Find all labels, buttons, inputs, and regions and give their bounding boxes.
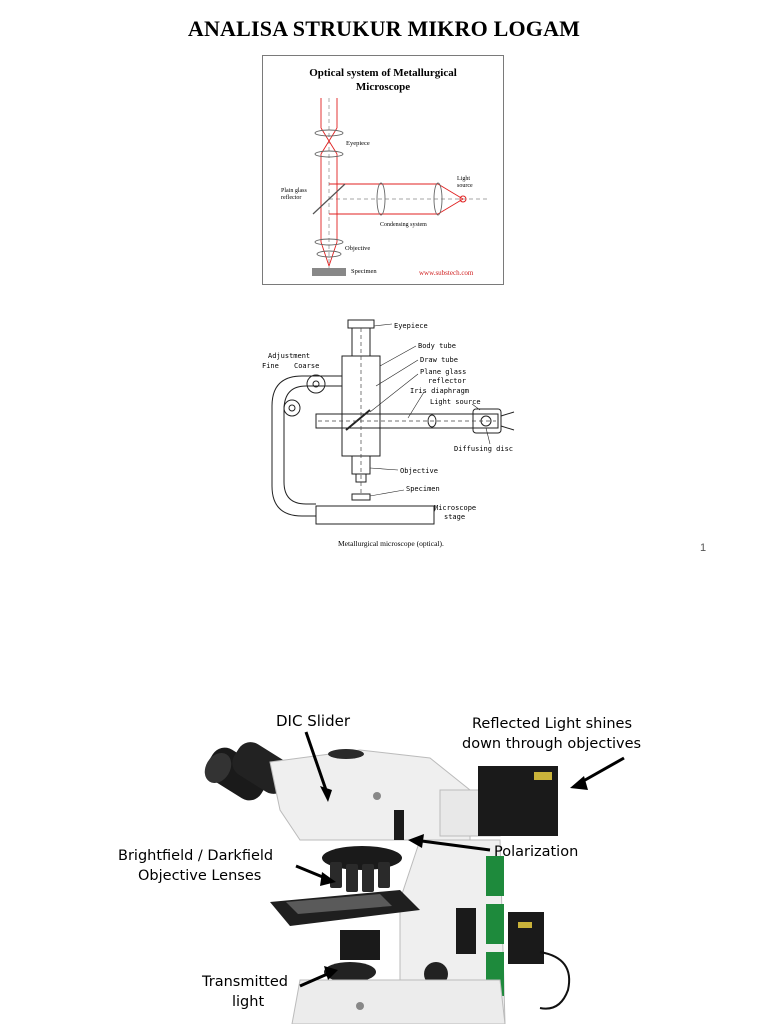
eyepiece-lens-bottom [314, 150, 344, 158]
fig2-label-draw-tube: Draw tube [420, 356, 458, 364]
microscope-outline [271, 319, 515, 525]
green-panel-2 [486, 904, 504, 944]
fig2-label-objective: Objective [400, 467, 438, 475]
fig1-label-plain-glass-1: Plain glass [281, 188, 307, 194]
fig1-label-condensing: Condensing system [380, 222, 427, 228]
objective-lens-top [314, 238, 344, 246]
stage-plate [286, 894, 392, 914]
label-brightfield-1: Brightfield / Darkfield [118, 848, 273, 864]
fig2-label-fine: Fine [262, 362, 279, 370]
fig2-label-iris: Iris diaphragm [410, 387, 469, 395]
rear-lamp-label [518, 922, 532, 928]
fig2-label-coarse: Coarse [294, 362, 319, 370]
fig2-caption: Metallurgical microscope (optical). [338, 539, 444, 548]
fig1-title-line1: Optical system of Metallurgical [309, 67, 457, 79]
fig1-label-specimen: Specimen [351, 268, 377, 275]
label-reflected-2: down through objectives [462, 736, 641, 752]
eyepiece-lens-top [314, 129, 344, 137]
base-button [356, 1002, 364, 1010]
fig2-label-plane-glass-1: Plane glass [420, 368, 466, 376]
label-dic-slider: DIC Slider [276, 712, 351, 730]
plain-glass-reflector [312, 183, 346, 215]
fig2-label-body-tube: Body tube [418, 342, 456, 350]
condensing-lens-1 [376, 182, 386, 216]
fig1-label-eyepiece: Eyepiece [346, 140, 370, 147]
control-panel [456, 908, 476, 954]
microscope-drawing-figure: Eyepiece Body tube Draw tube Plane glass… [258, 306, 528, 554]
label-reflected-1: Reflected Light shines [472, 716, 632, 732]
specimen-block [312, 268, 346, 276]
fig2-label-eyepiece: Eyepiece [394, 322, 428, 330]
head-screw [373, 792, 381, 800]
fig1-label-objective: Objective [345, 245, 370, 252]
fig2-label-specimen: Specimen [406, 485, 440, 493]
microscope-photo-illustration: DIC Slider Reflected Light shines down t… [118, 712, 641, 1025]
microscope-line-drawing: Eyepiece Body tube Draw tube Plane glass… [262, 319, 515, 548]
page-title: ANALISA STRUKUR MIKRO LOGAM [187, 16, 581, 41]
condensing-lens-2 [433, 182, 443, 216]
fig2-label-adjustment: Adjustment [268, 352, 310, 360]
leader-lines [369, 323, 491, 513]
condenser-ring [324, 962, 376, 982]
fig2-label-diffusing: Diffusing disc [454, 445, 513, 453]
vertical-ray-bundle [320, 98, 338, 267]
dic-slider-slot [394, 810, 404, 840]
fig2-label-stage-2: stage [444, 513, 465, 521]
fig2-label-plane-glass-2: reflector [428, 377, 466, 385]
green-panel-1 [486, 856, 504, 896]
power-cable [539, 951, 571, 1010]
fig1-label-light-source-1: Light [457, 176, 470, 182]
optical-system-diagram: Optical system of Metallurgical Microsco… [281, 67, 488, 277]
microscope-base [291, 979, 506, 1025]
condenser [340, 930, 380, 960]
optical-system-figure: Optical system of Metallurgical Microsco… [262, 55, 504, 285]
label-transmitted-2: light [232, 994, 264, 1010]
fig1-credit: www.substech.com [419, 269, 474, 277]
fig2-label-stage-1: Microscope [434, 504, 476, 512]
fig1-title-line2: Microscope [356, 81, 410, 93]
fig1-label-light-source-2: source [457, 183, 473, 189]
fig1-label-plain-glass-2: reflector [281, 194, 301, 201]
objective-lens-bottom [316, 250, 342, 258]
camera-port [328, 749, 364, 759]
label-transmitted-1: Transmitted [201, 974, 288, 990]
transmitted-lamp-housing [508, 912, 544, 964]
lamp-label [534, 772, 552, 780]
horizontal-ray-bundle [329, 183, 464, 215]
light-source-point [459, 195, 467, 203]
microscope-photo-figure: DIC Slider Reflected Light shines down t… [0, 640, 768, 1025]
label-polarization: Polarization [494, 844, 578, 860]
label-brightfield-2: Objective Lenses [138, 868, 261, 884]
callout-arrows [295, 731, 625, 988]
fig2-label-light-source: Light source [430, 398, 481, 406]
page-number: 1 [700, 542, 707, 554]
